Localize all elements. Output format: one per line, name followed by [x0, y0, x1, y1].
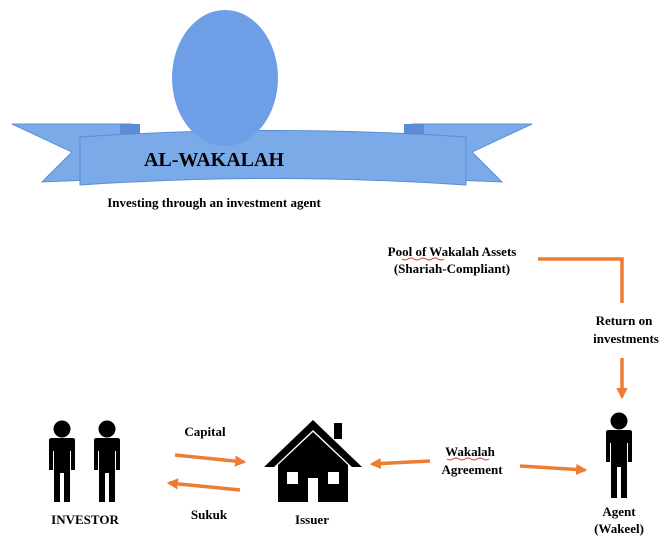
pool-label-line2: (Shariah-Compliant) — [394, 261, 510, 276]
people-icon — [49, 420, 120, 502]
investor-label: INVESTOR — [51, 512, 119, 527]
banner-title: AL-WAKALAH — [144, 149, 284, 171]
banner-subtitle: Investing through an investment agent — [107, 195, 321, 210]
agreement-label-line2: Agreement — [441, 462, 503, 477]
return-connector-arrow — [538, 257, 624, 303]
agreement-arrow-right — [519, 463, 588, 476]
agent-label-line2: (Wakeel) — [594, 521, 644, 536]
agreement-arrow-left — [369, 457, 431, 470]
capital-arrow — [174, 453, 247, 467]
banner-ribbon — [11, 123, 533, 186]
person-icon — [606, 412, 632, 498]
return-label-line2: investments — [593, 331, 659, 346]
pool-label-line1: Pool of Wakalah Assets — [388, 244, 517, 259]
agreement-label-line1: Wakalah — [445, 444, 496, 459]
sukuk-arrow — [166, 478, 241, 492]
capital-label: Capital — [184, 424, 226, 439]
issuer-label: Issuer — [295, 512, 329, 527]
pool-underline — [401, 257, 445, 261]
agent-label-line1: Agent — [602, 504, 636, 519]
person-icon — [94, 420, 120, 502]
banner-oval — [172, 10, 278, 146]
agreement-underline — [446, 457, 490, 461]
return-label-line1: Return on — [596, 313, 653, 328]
sukuk-label: Sukuk — [191, 507, 228, 522]
person-icon — [49, 420, 75, 502]
house-icon — [264, 420, 362, 502]
